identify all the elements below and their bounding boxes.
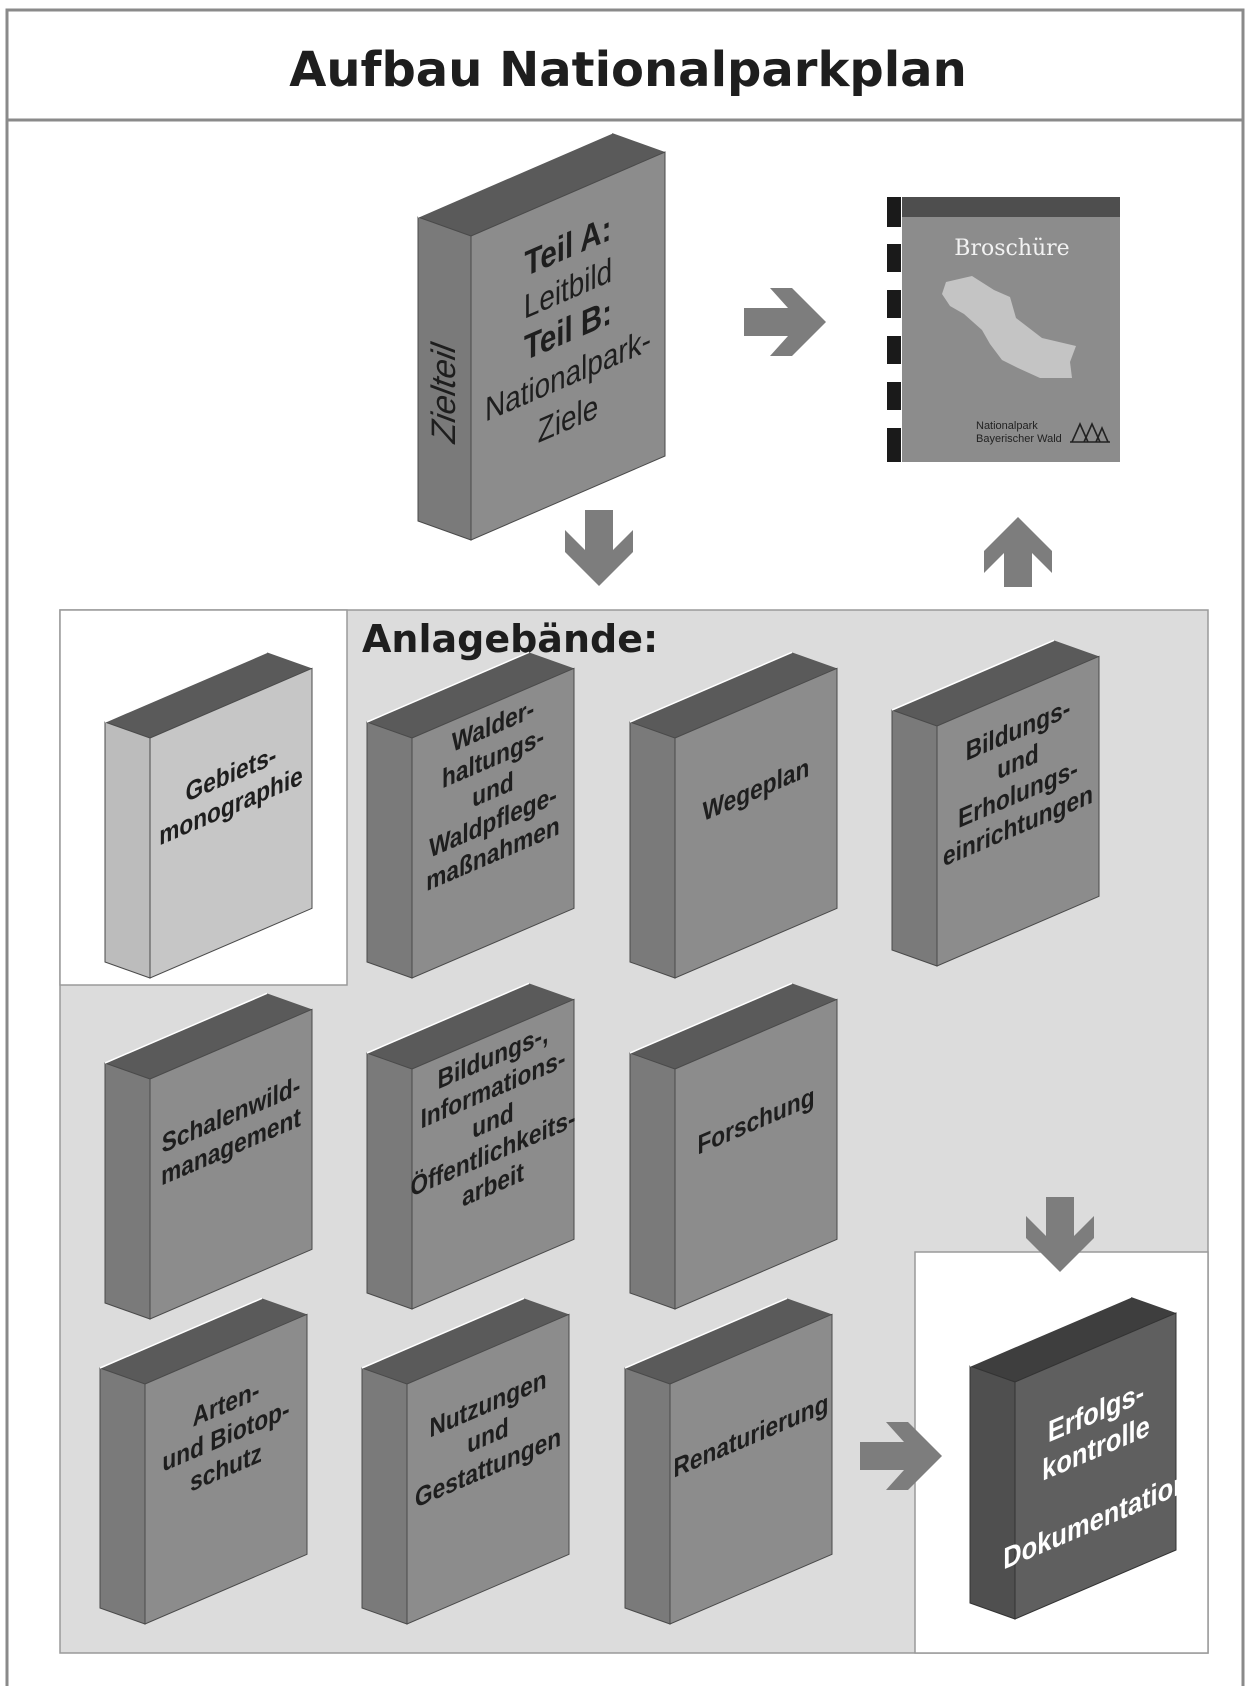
volume-book-front (411, 998, 575, 1310)
volume-book-top-edge (361, 1297, 525, 1369)
volume-book-front (144, 1313, 308, 1625)
volume-book-spine (366, 721, 413, 979)
volume-book-top-edge (104, 992, 268, 1064)
volume-book-artenschutz: Arten-und Biotop-schutz (99, 1297, 308, 1625)
volume-book-forschung: Forschung (629, 982, 838, 1310)
main-book-spine-text: Zielteil (425, 339, 463, 446)
volume-book-top (105, 652, 312, 738)
volume-book-front (149, 667, 313, 979)
volume-book-top (630, 652, 837, 738)
brochure: Broschüre Nationalpark Bayerischer Wald (886, 197, 1120, 462)
erfolg-book-front (1014, 1312, 1177, 1620)
volume-book-front (674, 998, 838, 1310)
brochure-org-line2: Bayerischer Wald (976, 433, 1062, 445)
volume-book-top (100, 1298, 307, 1384)
erfolg-book: Erfolgs- kontrolle Dokumentation (969, 1296, 1189, 1620)
volumes-layer: Gebiets-monographie Walder-haltungs-undWa… (99, 639, 1100, 1625)
brochure-map-shape (942, 276, 1076, 378)
main-book: Zielteil Teil A: Leitbild Teil B: Nation… (417, 132, 666, 541)
volume-book-bildung-info: Bildungs-,Informations-undÖffentlichkeit… (366, 982, 576, 1310)
arrow-down-from-main-book (565, 510, 633, 586)
volume-book-front (936, 655, 1100, 967)
brochure-spiral (887, 197, 901, 462)
volume-book-top (892, 640, 1099, 726)
erfolg-book-top-edge (969, 1296, 1132, 1367)
main-book-front (470, 151, 666, 541)
volume-book-renaturierung: Renaturierung (624, 1297, 833, 1625)
volume-book-top-edge (366, 651, 530, 723)
volume-book-gebiets: Gebiets-monographie (104, 651, 313, 979)
volume-book-top-edge (624, 1297, 788, 1369)
volume-book-spine (891, 709, 938, 967)
volume-book-spine (366, 1052, 413, 1310)
volume-book-wegeplan: Wegeplan (629, 651, 838, 979)
volume-book-spine (629, 721, 676, 979)
volume-book-spine (361, 1367, 408, 1625)
volume-book-top (630, 983, 837, 1069)
volume-book-top-edge (629, 982, 793, 1054)
volume-book-front (674, 667, 838, 979)
volume-book-spine (104, 1062, 151, 1320)
volume-book-front (411, 667, 575, 979)
main-book-top-edge (417, 132, 613, 218)
volume-book-top-edge (891, 639, 1055, 711)
erfolg-book-top (970, 1297, 1176, 1382)
volume-book-spine (99, 1367, 146, 1625)
volume-book-schalenwild: Schalenwild-management (104, 992, 313, 1320)
main-book-top (418, 133, 665, 236)
volume-book-top-edge (104, 651, 268, 723)
erfolg-book-spine (969, 1365, 1016, 1620)
volume-book-spine (629, 1052, 676, 1310)
volume-book-top (625, 1298, 832, 1384)
volume-book-top (367, 983, 574, 1069)
brochure-binding (886, 197, 902, 462)
outer-frame (5, 8, 1245, 1686)
volume-book-top-edge (366, 982, 530, 1054)
arrow-down-to-erfolg (1026, 1197, 1094, 1272)
volume-book-top (105, 993, 312, 1079)
arrow-right-to-brochure (744, 288, 826, 356)
diagram-title: Aufbau Nationalparkplan (289, 42, 967, 98)
volume-book-top (362, 1298, 569, 1384)
volume-book-spine (624, 1367, 671, 1625)
volume-book-front (406, 1313, 570, 1625)
arrow-right-to-erfolg (860, 1422, 942, 1490)
volume-book-top-edge (99, 1297, 263, 1369)
brochure-org-line1: Nationalpark (976, 420, 1038, 432)
volume-book-front (149, 1008, 313, 1320)
brochure-title: Broschüre (954, 236, 1069, 261)
volume-book-top (367, 652, 574, 738)
brochure-top-band (888, 197, 1120, 217)
volume-book-front (669, 1313, 833, 1625)
anlage-label: Anlagebände: (362, 617, 658, 661)
arrow-up-to-brochure (984, 517, 1052, 587)
volume-book-top-edge (629, 651, 793, 723)
brochure-logo-icon (1070, 422, 1110, 443)
volume-book-spine (104, 721, 151, 979)
